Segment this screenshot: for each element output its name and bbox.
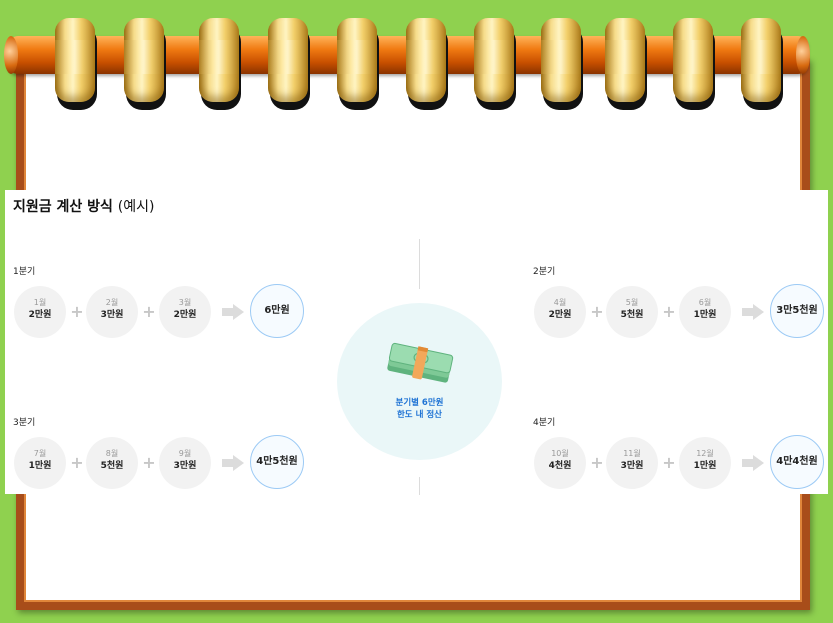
month-circle: 8월 5천원 <box>86 437 138 489</box>
binder-bar-left-end <box>4 36 18 74</box>
quarter-label: 1분기 <box>13 267 36 277</box>
month-label: 8월 <box>105 449 119 458</box>
month-label: 11월 <box>623 449 641 458</box>
subsidy-panel: 지원금 계산 방식 (예시) 1분기 1월 2만원 + 2월 3만원 + 3월 … <box>5 190 828 495</box>
month-circle: 2월 3만원 <box>86 286 138 338</box>
month-circle: 12월 1만원 <box>679 437 731 489</box>
quarter-label: 2분기 <box>533 267 556 277</box>
month-label: 1월 <box>33 298 47 307</box>
center-message-line2: 한도 내 정산 <box>396 410 443 420</box>
month-amount: 2만원 <box>548 310 572 320</box>
month-circle: 3월 2만원 <box>159 286 211 338</box>
quarter-label: 3분기 <box>13 418 36 428</box>
title-sub: (예시) <box>117 199 155 215</box>
plus-icon: + <box>590 302 604 321</box>
month-amount: 4천원 <box>548 461 572 471</box>
divider-top <box>419 239 420 289</box>
center-message: 분기별 6만원 한도 내 정산 <box>337 397 502 421</box>
month-label: 9월 <box>178 449 192 458</box>
month-circle: 10월 4천원 <box>534 437 586 489</box>
binder-ring-icon <box>268 18 310 110</box>
month-amount: 5천원 <box>620 310 644 320</box>
binder-ring-icon <box>474 18 516 110</box>
month-label: 7월 <box>33 449 47 458</box>
binder-bar-right-end <box>796 36 810 74</box>
month-circle: 5월 5천원 <box>606 286 658 338</box>
month-label: 5월 <box>625 298 639 307</box>
month-label: 12월 <box>696 449 714 458</box>
month-amount: 3만원 <box>173 461 197 471</box>
binder-ring-icon <box>199 18 241 110</box>
plus-icon: + <box>70 453 84 472</box>
plus-icon: + <box>590 453 604 472</box>
month-circle: 4월 2만원 <box>534 286 586 338</box>
month-amount: 1만원 <box>28 461 52 471</box>
plus-icon: + <box>142 302 156 321</box>
binder-ring-icon <box>673 18 715 110</box>
quarter-total: 4만4천원 <box>770 435 824 489</box>
month-label: 2월 <box>105 298 119 307</box>
binder-ring-icon <box>605 18 647 110</box>
quarter-label: 4분기 <box>533 418 556 428</box>
arrow-right-icon <box>222 304 244 320</box>
arrow-right-icon <box>222 455 244 471</box>
month-circle: 6월 1만원 <box>679 286 731 338</box>
month-amount: 2만원 <box>173 310 197 320</box>
month-amount: 2만원 <box>28 310 52 320</box>
month-amount: 5천원 <box>100 461 124 471</box>
binder-ring-icon <box>337 18 379 110</box>
page-title: 지원금 계산 방식 (예시) <box>13 196 154 216</box>
binder-ring-icon <box>541 18 583 110</box>
plus-icon: + <box>70 302 84 321</box>
title-main: 지원금 계산 방식 <box>13 199 113 215</box>
arrow-right-icon <box>742 455 764 471</box>
arrow-right-icon <box>742 304 764 320</box>
month-label: 6월 <box>698 298 712 307</box>
month-label: 3월 <box>178 298 192 307</box>
center-message-line1: 분기별 6만원 <box>395 398 444 408</box>
month-label: 10월 <box>551 449 569 458</box>
binder-ring-icon <box>406 18 448 110</box>
month-circle: 9월 3만원 <box>159 437 211 489</box>
plus-icon: + <box>662 302 676 321</box>
month-circle: 1월 2만원 <box>14 286 66 338</box>
plus-icon: + <box>142 453 156 472</box>
month-label: 4월 <box>553 298 567 307</box>
center-summary: 분기별 6만원 한도 내 정산 <box>337 303 502 460</box>
plus-icon: + <box>662 453 676 472</box>
binder-ring-icon <box>124 18 166 110</box>
quarter-total: 4만5천원 <box>250 435 304 489</box>
month-circle: 7월 1만원 <box>14 437 66 489</box>
divider-bottom <box>419 477 420 495</box>
money-stack-icon <box>387 342 454 383</box>
month-amount: 3만원 <box>100 310 124 320</box>
month-circle: 11월 3만원 <box>606 437 658 489</box>
binder-ring-icon <box>55 18 97 110</box>
quarter-total: 6만원 <box>250 284 304 338</box>
quarter-total: 3만5천원 <box>770 284 824 338</box>
binder-ring-icon <box>741 18 783 110</box>
month-amount: 1만원 <box>693 310 717 320</box>
month-amount: 1만원 <box>693 461 717 471</box>
month-amount: 3만원 <box>620 461 644 471</box>
